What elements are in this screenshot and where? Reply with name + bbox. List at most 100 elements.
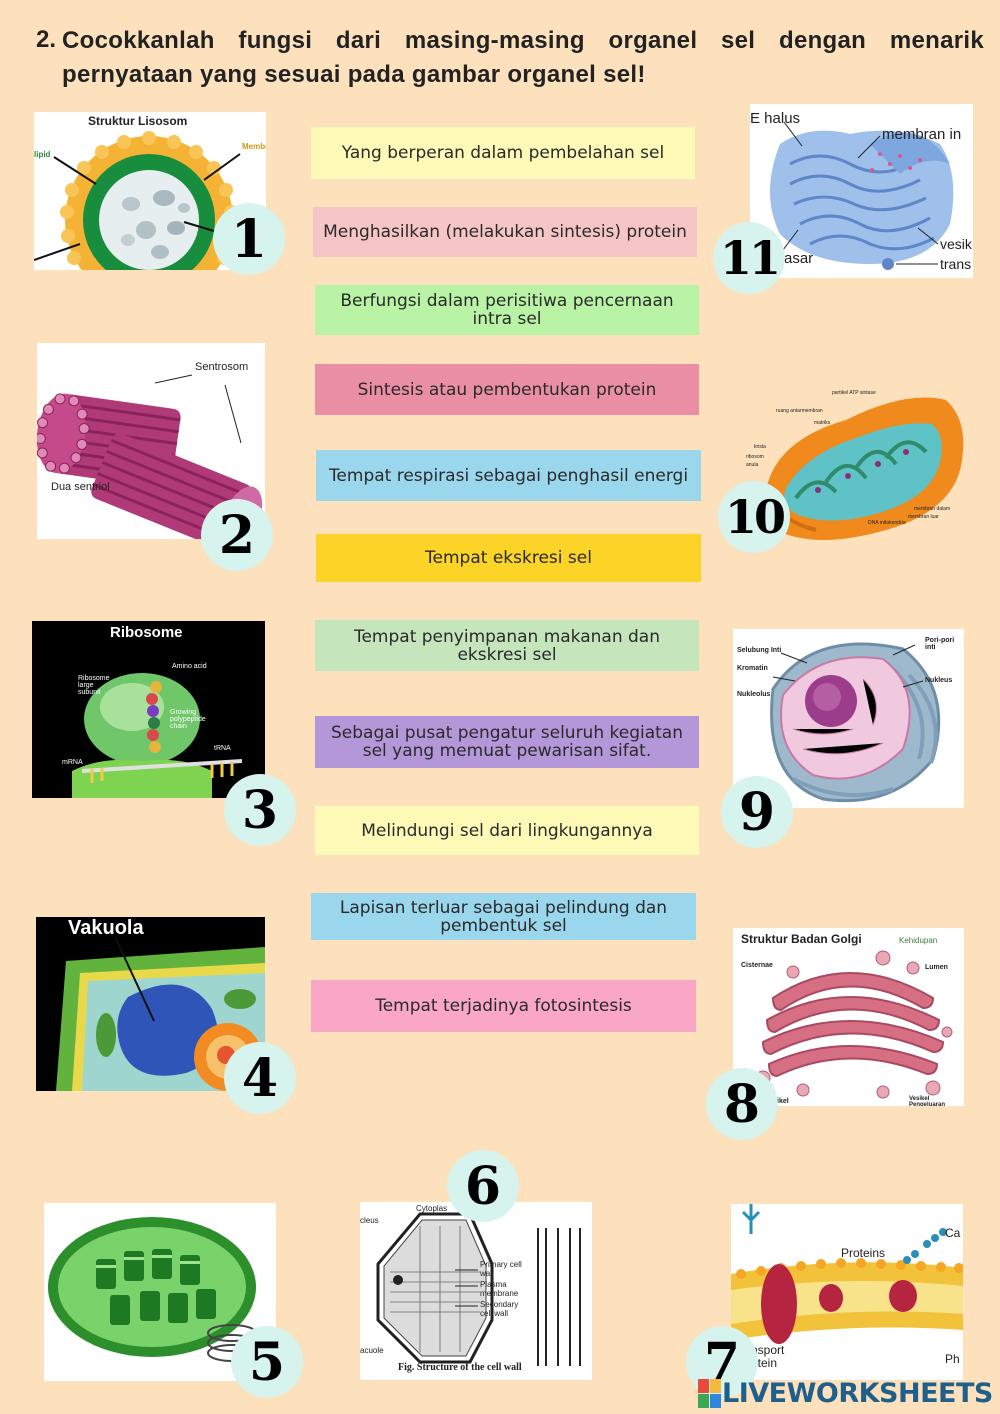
badge-8[interactable]: 8 <box>706 1068 778 1140</box>
statement-label: Tempat terjadinya fotosintesis <box>375 996 632 1016</box>
cellwall-cytoplasm-label: Cytoplas <box>416 1204 448 1213</box>
re-image[interactable]: E halus membran in asar vesik trans <box>750 104 973 278</box>
nukleus-nukleolus-label: Nukleolus <box>737 691 771 698</box>
lisosom-title: Struktur Lisosom <box>88 114 188 128</box>
statement-0[interactable]: Yang berperan dalam pembelahan sel <box>311 127 695 179</box>
cellwall-nucleus-label: cleus <box>360 1216 379 1225</box>
badge-11[interactable]: 11 <box>713 222 785 294</box>
vakuola-drawing <box>56 938 265 1091</box>
nukleus-nukleus-label: Nukleus <box>925 677 953 684</box>
statement-8[interactable]: Melindungi sel dari lingkungannya <box>315 806 699 855</box>
statement-label: Berfungsi dalam perisitiwa pencernaan in… <box>340 291 674 329</box>
re-membran-label: membran in <box>882 126 962 143</box>
question-text: Cocokkanlah fungsi dari masing-masing or… <box>62 27 984 88</box>
vakuola-image[interactable]: Vakuola <box>36 917 265 1091</box>
re-kasar-label: asar <box>784 250 814 267</box>
cellwall-plasma-label: Plasma membrane <box>480 1280 519 1298</box>
statement-label: Tempat respirasi sebagai penghasil energ… <box>328 465 689 486</box>
badge-4[interactable]: 4 <box>224 1042 296 1114</box>
nukleus-kromatin-label: Kromatin <box>737 665 768 672</box>
lisosom-image[interactable]: Struktur Lisosom lipid Membran <box>34 112 266 270</box>
statement-6[interactable]: Tempat penyimpanan makanan dan ekskresi … <box>315 620 699 671</box>
badge-2[interactable]: 2 <box>201 499 273 571</box>
statement-1[interactable]: Menghasilkan (melakukan sintesis) protei… <box>313 207 697 257</box>
cellwall-primary-label: Primary cell wall <box>480 1260 522 1278</box>
kloroplas-drawing <box>48 1217 257 1362</box>
mito-drawing <box>762 397 964 540</box>
golgi-vesikel-label: ikel <box>777 1098 789 1105</box>
cellwall-secondary-label: Secondary cell wall <box>480 1300 519 1318</box>
badge-5[interactable]: 5 <box>231 1326 303 1398</box>
golgi-cisternae-label: Cisternae <box>741 962 773 969</box>
ribosome-amino-label: Amino acid <box>172 663 207 670</box>
golgi-vesikel2-label: Vesikel Pengeluaran <box>909 1096 946 1106</box>
nukleus-selubung-label: Selubung Inti <box>737 647 782 654</box>
mito-granula-label: anula <box>746 462 759 468</box>
golgi-drawing <box>755 950 953 1099</box>
sentriol-drawing <box>37 374 263 539</box>
lisosom-label-left: lipid <box>34 150 51 159</box>
liveworksheets-text: LIVEWORKSHEETS <box>722 1378 993 1409</box>
mito-membran-dalam-label: membran dalam <box>914 506 951 512</box>
statement-9[interactable]: Lapisan terluar sebagai pelindung dan pe… <box>311 893 696 940</box>
golgi-image[interactable]: Struktur Badan Golgi Kehidupan Cisternae… <box>733 928 964 1106</box>
statement-3[interactable]: Sintesis atau pembentukan protein <box>315 364 699 415</box>
membrane-ph-label: Ph <box>945 1352 960 1366</box>
mito-membran-luar-label: membran luar <box>908 514 939 520</box>
lisosom-label-right: Membran <box>242 142 266 151</box>
badge-9[interactable]: 9 <box>721 776 793 848</box>
mito-partikel-label: partikel ATP sintase <box>832 390 876 396</box>
statement-10[interactable]: Tempat terjadinya fotosintesis <box>311 980 696 1032</box>
cellwall-drawing <box>376 1212 581 1366</box>
ribosome-image[interactable]: Ribosome Amino acid Ribosome large subun… <box>32 621 265 798</box>
nukleus-drawing <box>770 642 941 803</box>
vakuola-title: Vakuola <box>68 917 144 939</box>
badge-6[interactable]: 6 <box>447 1150 519 1222</box>
badge-10[interactable]: 10 <box>718 481 790 553</box>
statement-label: Tempat penyimpanan makanan dan ekskresi … <box>353 626 661 665</box>
statement-label: Sintesis atau pembentukan protein <box>357 379 657 400</box>
badge-3[interactable]: 3 <box>224 774 296 846</box>
ribosome-growing-label: Growing polypeptide chain <box>170 709 206 730</box>
re-trans-label: trans <box>940 256 972 272</box>
nukleus-pori-label: Pori-pori inti <box>925 637 955 651</box>
kloroplas-image[interactable] <box>44 1203 276 1381</box>
statement-label: Yang berperan dalam pembelahan sel <box>341 143 665 163</box>
ribosome-mrna-label: mRNA <box>62 759 83 766</box>
statement-label: Sebagai pusat pengatur seluruh kegiatan … <box>330 723 683 761</box>
membrane-ca-label: Ca <box>945 1226 961 1240</box>
mito-ruang-label: ruang antarmembran <box>776 408 823 414</box>
re-vesikel-label: vesik <box>940 236 972 252</box>
membrane-image[interactable]: Proteins Ca nsport otein Ph <box>731 1204 963 1380</box>
golgi-title: Struktur Badan Golgi <box>741 932 862 946</box>
mito-krista-label: krista <box>754 444 766 450</box>
golgi-brand: Kehidupan <box>899 936 938 945</box>
mito-image[interactable]: partikel ATP sintase ruang antarmembran … <box>736 380 965 542</box>
lisosom-drawing <box>34 131 241 270</box>
membrane-proteins-label: Proteins <box>841 1246 886 1260</box>
sentriol-bottom-label: Dua sentriol <box>51 481 110 493</box>
statement-7[interactable]: Sebagai pusat pengatur seluruh kegiatan … <box>315 716 699 768</box>
statement-label: Melindungi sel dari lingkungannya <box>361 820 653 841</box>
mito-ribosom-label: ribosom <box>746 454 764 460</box>
mito-matriks-label: matriks <box>814 420 831 426</box>
statement-2[interactable]: Berfungsi dalam perisitiwa pencernaan in… <box>315 285 699 335</box>
mito-dna-label: DNA mitokondria <box>868 520 906 526</box>
cellwall-caption: Fig. Structure of the cell wall <box>398 1362 522 1373</box>
cellwall-vacuole-label: acuole <box>360 1346 384 1355</box>
live-logo-icon <box>698 1378 721 1408</box>
sentriol-top-label: Sentrosom <box>195 361 249 373</box>
re-halus-label: E halus <box>750 110 801 127</box>
statement-4[interactable]: Tempat respirasi sebagai penghasil energ… <box>316 450 701 501</box>
re-drawing <box>770 121 954 270</box>
ribosome-large-label: Ribosome large subunit <box>78 675 110 696</box>
statement-label: Menghasilkan (melakukan sintesis) protei… <box>323 222 687 242</box>
badge-1[interactable]: 1 <box>213 203 285 275</box>
cellwall-image[interactable]: cleus Cytoplas Primary cell wall Plasma … <box>360 1202 592 1380</box>
golgi-lumen-label: Lumen <box>925 964 948 971</box>
liveworksheets-logo: LIVEWORKSHEETS <box>698 1378 993 1409</box>
nukleus-image[interactable]: Selubung Inti Kromatin Nukleolus Pori-po… <box>733 629 964 808</box>
statement-label: Tempat ekskresi sel <box>425 548 592 568</box>
statement-5[interactable]: Tempat ekskresi sel <box>316 534 701 582</box>
ribosome-drawing <box>72 673 243 798</box>
